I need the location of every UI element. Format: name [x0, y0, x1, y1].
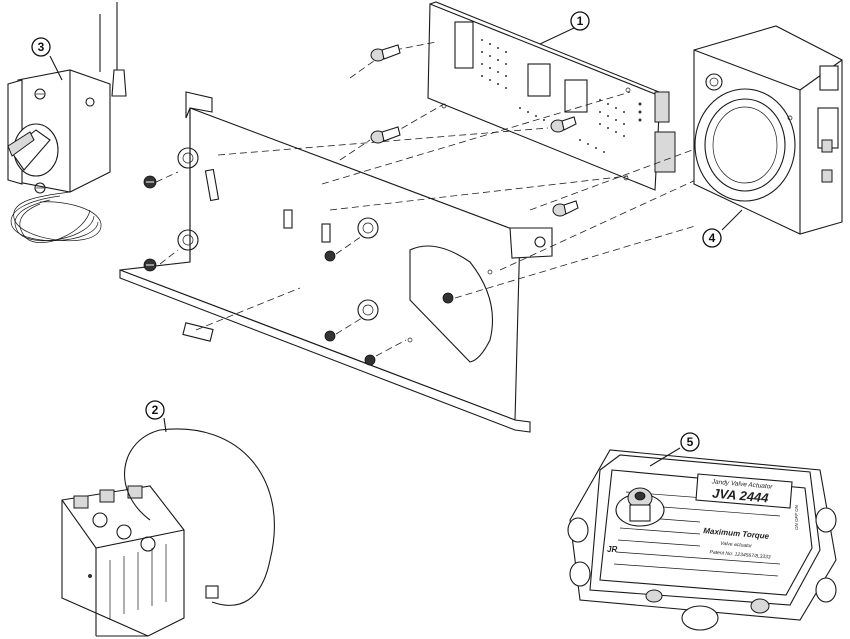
actuator-side-text: ON OFF ON [794, 504, 799, 530]
callout-3: 3 [31, 37, 51, 57]
valve-actuator: JR [567, 449, 837, 631]
thermostat-control [7, 2, 127, 243]
brand-logo: JR [607, 545, 617, 554]
callout-4-label: 4 [709, 231, 716, 245]
mounting-bracket [119, 91, 553, 433]
actuator-model-text: JVA 2444 [712, 486, 770, 506]
standoff [370, 44, 401, 62]
actuator-housing [693, 25, 843, 235]
relay [61, 428, 275, 637]
screw [143, 258, 157, 272]
screw [324, 250, 336, 262]
screw [143, 175, 157, 189]
callout-2: 2 [145, 400, 165, 420]
screw [324, 330, 336, 342]
screws [143, 44, 579, 366]
actuator-patent-text: Patent No: 1234567/8,3333 [709, 549, 771, 560]
circuit-board [427, 1, 676, 191]
callout-3-label: 3 [38, 40, 45, 54]
standoff [370, 126, 401, 144]
callout-1: 1 [570, 11, 590, 31]
screw [442, 292, 454, 304]
callout-1-label: 1 [577, 14, 584, 28]
callout-2-label: 2 [152, 403, 159, 417]
standoff [550, 116, 577, 133]
assembly-lines [155, 41, 796, 357]
screw [364, 354, 376, 366]
callout-leaders [49, 27, 743, 467]
callout-5: 5 [680, 432, 700, 452]
callout-4: 4 [702, 228, 722, 248]
callout-5-label: 5 [687, 435, 694, 449]
actuator-subtitle-text: Valve actuator [720, 541, 753, 550]
standoff [552, 200, 579, 217]
